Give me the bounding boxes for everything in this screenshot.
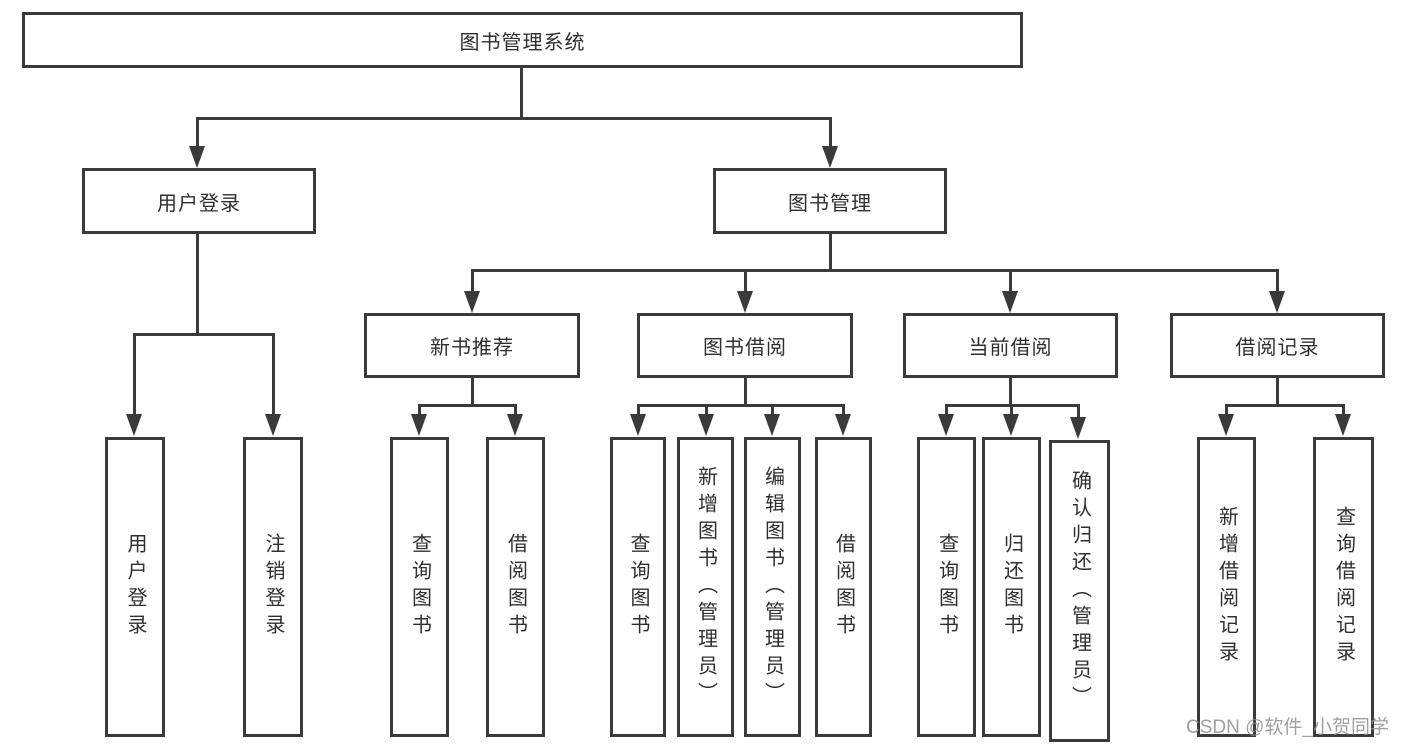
arrow-down-icon xyxy=(822,146,838,168)
leaf-query-books-current: 查询图书 xyxy=(917,437,976,737)
connector-line xyxy=(195,117,199,149)
leaf-query-books-current-label: 查询图书 xyxy=(935,533,958,641)
connector-bar xyxy=(417,404,517,407)
connector-bar xyxy=(132,333,274,336)
node-root-label: 图书管理系统 xyxy=(459,31,586,54)
leaf-confirm-return-admin: 确认归还（管理员） xyxy=(1049,440,1110,742)
arrow-down-icon xyxy=(1003,414,1019,436)
arrow-down-icon xyxy=(189,146,205,168)
connector-bar xyxy=(1224,404,1345,407)
connector-line xyxy=(1009,404,1013,418)
node-book-borrow-label: 图书借阅 xyxy=(703,337,787,359)
leaf-add-borrow-record: 新增借阅记录 xyxy=(1197,437,1256,737)
arrow-down-icon xyxy=(1070,417,1086,439)
connector-line xyxy=(1076,404,1080,421)
leaf-edit-books-admin-label: 编辑图书（管理员） xyxy=(761,465,784,709)
connector-line xyxy=(513,404,517,418)
connector-bar xyxy=(195,117,832,120)
arrow-down-icon xyxy=(630,414,646,436)
leaf-edit-books-admin: 编辑图书（管理员） xyxy=(744,437,801,737)
leaf-borrow-books-recommend: 借阅图书 xyxy=(486,437,545,737)
leaf-query-borrow-record-label: 查询借阅记录 xyxy=(1332,506,1355,668)
leaf-query-books-borrow-label: 查询图书 xyxy=(627,533,649,641)
arrow-down-icon xyxy=(698,414,714,436)
arrow-down-icon xyxy=(764,414,780,436)
leaf-add-books-admin: 新增图书（管理员） xyxy=(677,437,734,737)
node-root: 图书管理系统 xyxy=(22,12,1023,68)
connector-line xyxy=(1341,404,1345,418)
node-new-book-recommend-label: 新书推荐 xyxy=(430,337,514,359)
connector-line xyxy=(1224,404,1228,418)
connector-line xyxy=(519,67,523,120)
connector-line xyxy=(743,377,747,407)
arrow-down-icon xyxy=(1335,414,1351,436)
leaf-user-login-label: 用户登录 xyxy=(124,533,146,641)
node-book-management-label: 图书管理 xyxy=(788,192,872,215)
connector-line xyxy=(944,404,948,418)
connector-line xyxy=(1275,269,1279,294)
node-new-book-recommend: 新书推荐 xyxy=(364,313,580,378)
leaf-return-books: 归还图书 xyxy=(982,437,1041,737)
arrow-down-icon xyxy=(464,291,480,313)
arrow-down-icon xyxy=(1002,291,1018,313)
arrow-down-icon xyxy=(507,414,523,436)
leaf-borrow-books-recommend-label: 借阅图书 xyxy=(504,533,527,641)
leaf-query-books-recommend-label: 查询图书 xyxy=(408,533,431,641)
leaf-query-books-recommend: 查询图书 xyxy=(390,437,449,737)
connector-line xyxy=(828,233,832,272)
connector-line xyxy=(743,269,747,294)
connector-line xyxy=(1275,377,1279,407)
connector-bar xyxy=(470,269,1279,272)
arrow-down-icon xyxy=(737,291,753,313)
connector-line xyxy=(195,233,199,336)
connector-line xyxy=(1008,269,1012,294)
watermark: CSDN @软件_小贺同学 xyxy=(1186,717,1389,738)
leaf-confirm-return-admin-label: 确认归还（管理员） xyxy=(1068,469,1091,713)
node-current-borrow-label: 当前借阅 xyxy=(968,337,1053,359)
leaf-logout-label: 注销登录 xyxy=(262,533,284,641)
arrow-down-icon xyxy=(938,414,954,436)
arrow-down-icon xyxy=(411,414,427,436)
connector-line xyxy=(770,404,774,418)
connector-line xyxy=(470,269,474,294)
leaf-query-books-borrow: 查询图书 xyxy=(610,437,666,737)
node-borrow-records: 借阅记录 xyxy=(1170,313,1385,378)
node-current-borrow: 当前借阅 xyxy=(903,313,1118,378)
node-user-login: 用户登录 xyxy=(82,168,316,234)
connector-bar xyxy=(636,404,845,407)
connector-line xyxy=(271,333,275,418)
connector-line xyxy=(417,404,421,418)
arrow-down-icon xyxy=(1269,291,1285,313)
leaf-add-borrow-record-label: 新增借阅记录 xyxy=(1215,506,1238,668)
leaf-query-borrow-record: 查询借阅记录 xyxy=(1313,437,1374,737)
connector-line xyxy=(841,404,845,418)
node-borrow-records-label: 借阅记录 xyxy=(1235,337,1320,359)
arrow-down-icon xyxy=(835,414,851,436)
node-book-borrow: 图书借阅 xyxy=(637,313,853,378)
leaf-borrow-books-label: 借阅图书 xyxy=(832,533,855,641)
arrow-down-icon xyxy=(126,414,142,436)
leaf-borrow-books: 借阅图书 xyxy=(815,437,872,737)
connector-line xyxy=(1008,377,1012,407)
leaf-add-books-admin-label: 新增图书（管理员） xyxy=(694,465,717,709)
leaf-user-login: 用户登录 xyxy=(105,437,165,737)
leaf-logout: 注销登录 xyxy=(243,437,303,737)
connector-line xyxy=(132,333,136,418)
arrow-down-icon xyxy=(1218,414,1234,436)
arrow-down-icon xyxy=(265,414,281,436)
node-book-management: 图书管理 xyxy=(713,168,947,234)
connector-line xyxy=(704,404,708,418)
node-user-login-label: 用户登录 xyxy=(157,192,241,215)
connector-line xyxy=(636,404,640,418)
leaf-return-books-label: 归还图书 xyxy=(1000,533,1023,641)
connector-line xyxy=(828,117,832,149)
connector-line xyxy=(470,377,474,407)
